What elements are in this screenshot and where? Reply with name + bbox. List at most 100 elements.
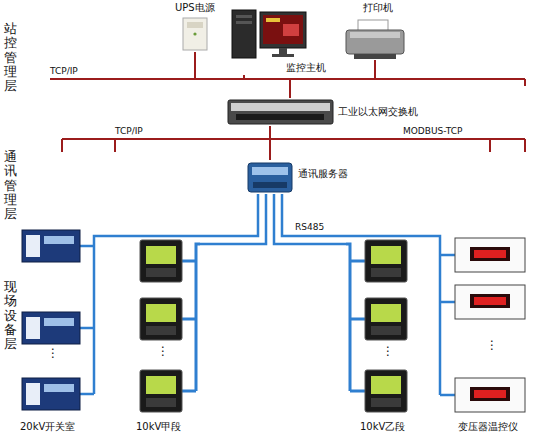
screen-detail xyxy=(283,24,299,36)
temp-controller xyxy=(455,285,525,319)
switchgear-relay xyxy=(22,378,80,410)
rs485-feeder xyxy=(436,236,455,395)
bus-label: RS485 xyxy=(293,222,326,233)
meter-screen xyxy=(146,246,176,264)
bus-tick xyxy=(524,139,526,152)
meter-keys xyxy=(146,268,176,277)
meter xyxy=(365,240,407,282)
node-label: 通讯服务器 xyxy=(298,168,348,180)
connector xyxy=(269,126,271,160)
ellipsis: ⋮ xyxy=(382,344,394,358)
relay-panel xyxy=(26,235,40,257)
meter-keys xyxy=(371,326,401,335)
relay-screen xyxy=(44,384,74,392)
pc-drive xyxy=(236,15,252,18)
node-label: 打印机 xyxy=(363,2,393,14)
relay-screen xyxy=(44,318,74,326)
meter xyxy=(365,298,407,340)
server-ports xyxy=(253,182,287,188)
relay-panel xyxy=(26,317,40,339)
host-node: 监控主机 xyxy=(228,4,329,75)
meter-screen xyxy=(146,376,176,394)
controller-display xyxy=(470,387,510,401)
bus-tick xyxy=(61,139,63,152)
meter xyxy=(140,240,182,282)
switch-ports xyxy=(236,114,324,120)
protocol-label: TCP/IP xyxy=(115,126,143,137)
ellipsis: ⋮ xyxy=(486,338,498,352)
ups-node: UPS电源 xyxy=(172,2,220,52)
ups-led xyxy=(193,32,196,35)
printer-top xyxy=(350,32,400,38)
server-node: 通讯服务器 xyxy=(246,160,356,194)
node-label: 变压器温控仪 xyxy=(458,421,518,433)
switch-icon xyxy=(228,100,333,124)
meter-screen xyxy=(371,246,401,264)
screen-detail xyxy=(266,18,280,22)
meter-screen xyxy=(146,304,176,322)
layer-label: 通讯管理层 xyxy=(4,150,17,221)
device-group: 变压器温控仪 xyxy=(436,226,532,435)
ellipsis: ⋮ xyxy=(47,346,59,360)
device-group: 10kV乙段 xyxy=(346,240,412,435)
node-label: UPS电源 xyxy=(175,2,215,14)
controller-digits xyxy=(474,250,506,258)
connector xyxy=(282,194,436,236)
monitor-screen xyxy=(263,15,303,44)
ups-icon xyxy=(183,18,207,50)
meter-keys xyxy=(146,398,176,407)
node-label: 工业以太网交换机 xyxy=(338,106,418,118)
printer-node: 打印机 xyxy=(343,2,407,60)
connector xyxy=(195,52,290,98)
meter xyxy=(365,370,407,412)
relay-screen xyxy=(44,236,74,244)
controller-display xyxy=(470,294,510,308)
temp-controller xyxy=(455,378,525,412)
monitor-base xyxy=(272,54,294,57)
protocol-label: TCP/IP xyxy=(50,66,78,77)
rs485-feeder xyxy=(182,244,200,391)
rs485-feeder xyxy=(346,244,365,391)
pc-drive xyxy=(236,21,252,24)
ethernet-bus xyxy=(62,138,525,140)
server-face xyxy=(252,167,288,175)
ellipsis: ⋮ xyxy=(157,344,169,358)
printer-body xyxy=(346,30,404,54)
switch-node: 工业以太网交换机 xyxy=(226,98,426,126)
node-label: 20kV开关室 xyxy=(20,421,75,433)
node-label: 监控主机 xyxy=(286,62,326,74)
switch-face xyxy=(231,103,330,111)
pc-tower xyxy=(232,10,256,58)
meter-keys xyxy=(371,398,401,407)
meter xyxy=(140,298,182,340)
protocol-label: MODBUS-TCP xyxy=(403,126,462,137)
bus-tick xyxy=(524,79,526,86)
printer-tray xyxy=(354,54,396,59)
connector xyxy=(200,194,266,244)
bus-tick xyxy=(114,139,116,152)
layer-label: 站控管理层 xyxy=(4,22,17,93)
server-icon xyxy=(248,163,292,192)
device-group: 10kV甲段 xyxy=(132,240,200,435)
temp-controller xyxy=(455,238,525,272)
layer-label: 现场设备层 xyxy=(4,280,17,351)
device-group: 20kV开关室 xyxy=(16,226,100,435)
relay-panel xyxy=(26,383,40,405)
switchgear-relay xyxy=(22,312,80,344)
meter xyxy=(140,370,182,412)
meter-keys xyxy=(371,268,401,277)
monitor xyxy=(260,12,306,48)
node-label: 10kV乙段 xyxy=(360,421,405,433)
connector xyxy=(244,75,290,98)
rs485-feeder xyxy=(80,236,100,394)
switchgear-relay xyxy=(22,230,80,262)
node-label: 10kV甲段 xyxy=(136,421,181,433)
connector xyxy=(100,194,258,236)
meter-screen xyxy=(371,304,401,322)
meter-screen xyxy=(371,376,401,394)
controller-display xyxy=(470,247,510,261)
ups-panel xyxy=(187,22,203,28)
